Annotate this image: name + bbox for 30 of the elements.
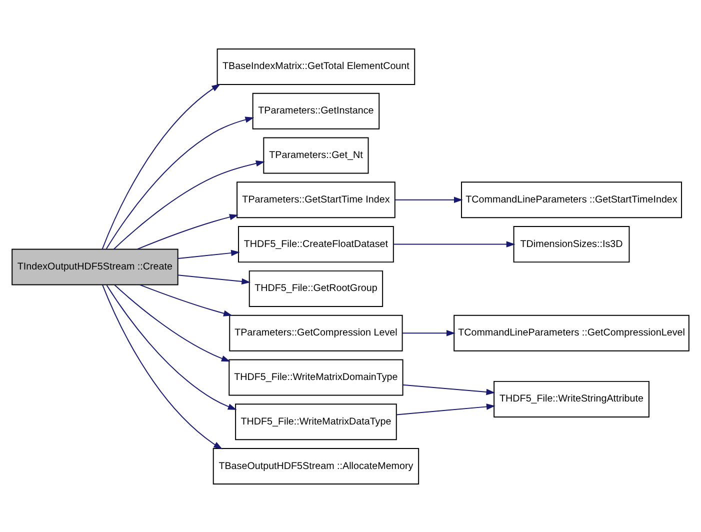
- node-box: TParameters::GetInstance: [252, 92, 380, 129]
- node-box: THDF5_File::GetRootGroup: [248, 270, 384, 306]
- node-box: TIndexOutputHDF5Stream ::Create: [12, 248, 178, 285]
- arrow: [396, 403, 496, 415]
- node-box: TParameters::GetCompression Level: [229, 314, 403, 351]
- arrow: [102, 284, 223, 449]
- node-box: THDF5_File::CreateFloatDataset: [238, 226, 394, 262]
- arrow: [113, 160, 265, 250]
- node-box: TBaseIndexMatrix::GetTotal ElementCount: [216, 48, 416, 84]
- node-box: THDF5_File::WriteStringAttribute: [494, 380, 650, 417]
- arrow: [394, 196, 463, 203]
- arrow: [178, 249, 240, 258]
- arrow: [106, 284, 237, 410]
- arrow: [393, 240, 516, 247]
- node-box: TBaseOutputHDF5Stream ::AllocateMemory: [212, 448, 420, 484]
- arrow: [114, 284, 230, 362]
- node-box: TCommandLineParameters ::GetStartTimeIndex: [461, 181, 682, 218]
- node-box: TParameters::Get_Nt: [263, 136, 369, 174]
- arrow: [402, 329, 456, 336]
- node-box: TDimensionSizes::Is3D: [513, 226, 630, 262]
- arrow: [136, 214, 238, 250]
- arrow: [139, 284, 232, 316]
- arrow: [102, 83, 221, 250]
- node-box: TParameters::GetStartTime Index: [236, 181, 396, 218]
- node-box: THDF5_File::WriteMatrixDataType: [235, 403, 397, 440]
- arrow: [106, 116, 254, 249]
- node-box: TCommandLineParameters ::GetCompressionLevel: [454, 314, 690, 351]
- arrow: [178, 274, 251, 284]
- arrow: [402, 384, 496, 395]
- node-box: THDF5_File::WriteMatrixDomainType: [228, 358, 404, 396]
